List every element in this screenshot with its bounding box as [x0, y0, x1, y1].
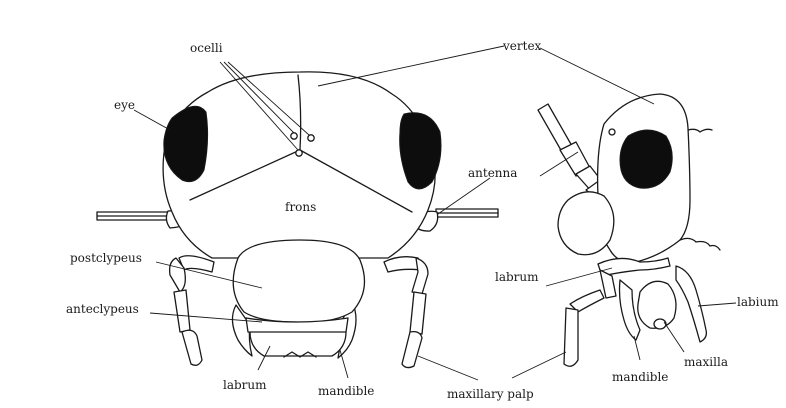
label-mandible-side: mandible: [612, 370, 668, 384]
label-ocelli: ocelli: [190, 41, 223, 55]
ocellus-left: [291, 133, 297, 139]
label-mandible-front: mandible: [318, 384, 374, 398]
labrum-front-shape: [250, 332, 346, 356]
side-maxillary-palp: [564, 270, 616, 366]
side-ocellus: [609, 129, 615, 135]
label-maxilla: maxilla: [684, 355, 728, 369]
side-view-head: [538, 94, 720, 366]
label-anteclypeus: anteclypeus: [66, 302, 139, 316]
side-clypeus: [558, 192, 614, 255]
side-antenna: [538, 104, 606, 196]
label-postclypeus: postclypeus: [70, 251, 142, 265]
postclypeus-shape: [233, 240, 364, 322]
label-maxillary-palp: maxillary palp: [447, 387, 534, 401]
label-frons: frons: [285, 200, 316, 214]
front-view-head: [97, 72, 498, 368]
label-vertex: vertex: [502, 39, 542, 53]
label-eye: eye: [114, 98, 135, 112]
label-labrum-front: labrum: [223, 378, 267, 392]
ocellus-right: [308, 135, 314, 141]
label-labrum-side: labrum: [495, 270, 539, 284]
label-labium: labium: [737, 295, 779, 309]
side-mandible-shape: [620, 280, 641, 340]
side-compound-eye: [620, 130, 672, 188]
side-labium-shape: [676, 266, 706, 342]
label-antenna: antenna: [468, 166, 517, 180]
side-labrum-shape: [598, 258, 670, 276]
ocellus-median: [296, 150, 302, 156]
